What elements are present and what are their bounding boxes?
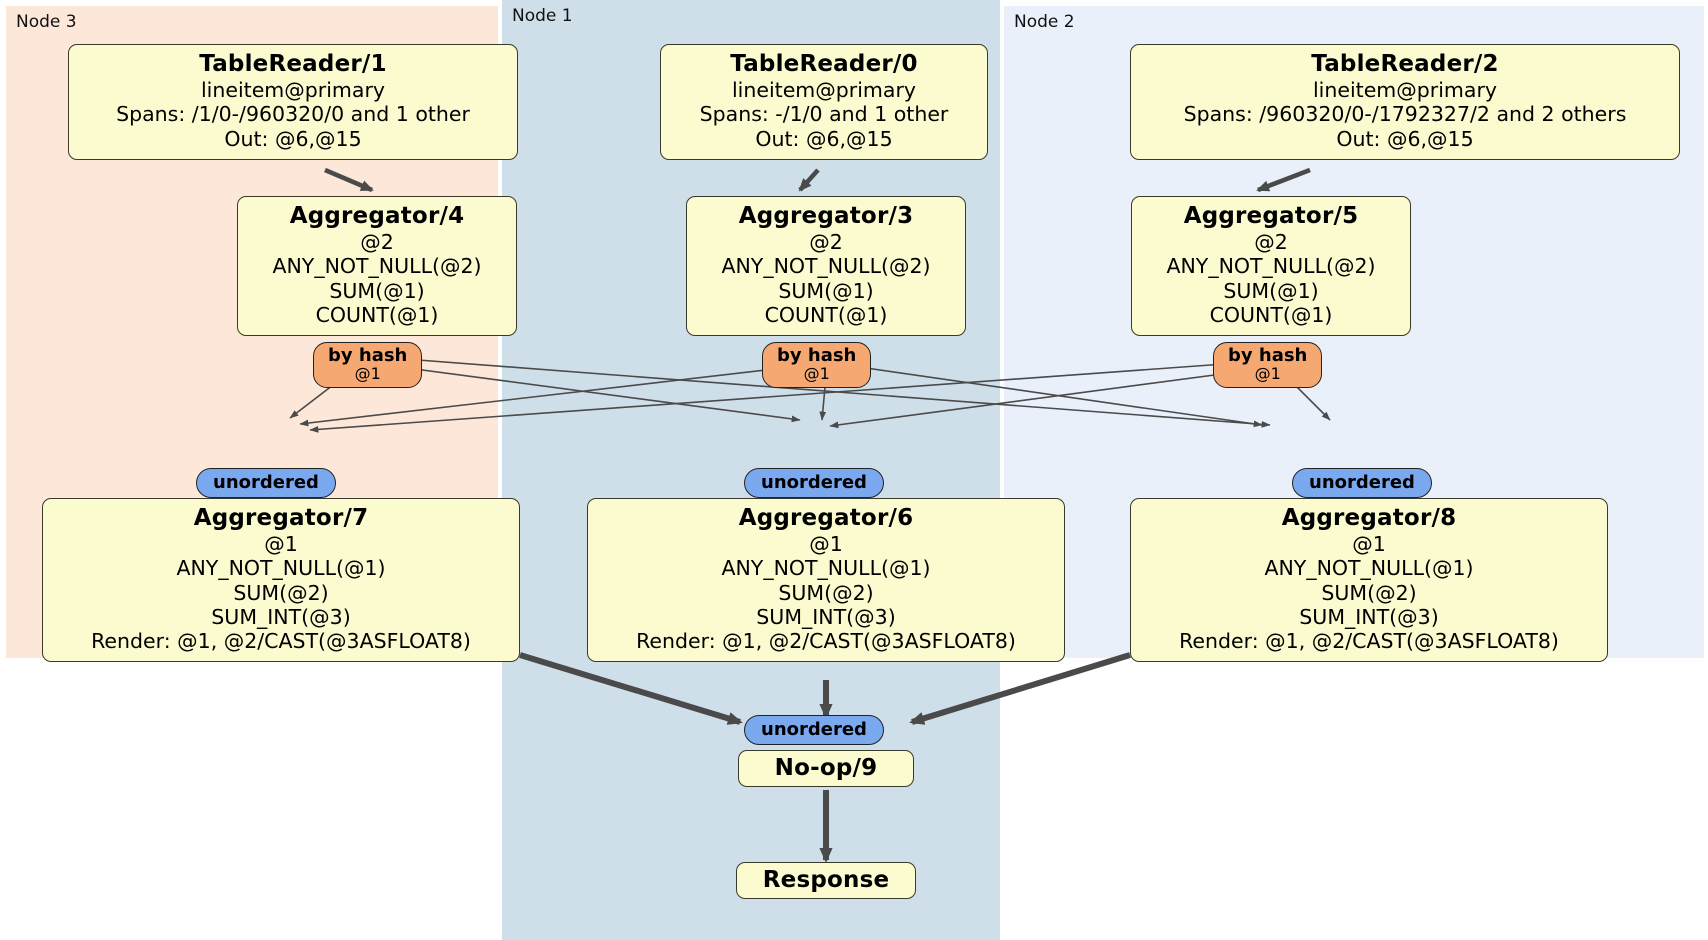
region-label-node-2: Node 2 xyxy=(1014,12,1075,32)
processor-aggregator-4[interactable]: Aggregator/4 @2 ANY_NOT_NULL(@2) SUM(@1)… xyxy=(237,196,517,336)
processor-line: ANY_NOT_NULL(@2) xyxy=(721,254,931,279)
processor-line: COUNT(@1) xyxy=(764,302,888,327)
processor-aggregator-8[interactable]: Aggregator/8 @1 ANY_NOT_NULL(@1) SUM(@2)… xyxy=(1130,498,1608,663)
processor-title: Response xyxy=(762,867,890,893)
processor-line: COUNT(@1) xyxy=(1209,302,1333,327)
processor-line: ANY_NOT_NULL(@2) xyxy=(1166,254,1376,279)
synchronizer-unordered-center[interactable]: unordered xyxy=(744,468,884,499)
processor-line: SUM_INT(@3) xyxy=(756,604,896,629)
processor-line: SUM(@2) xyxy=(1321,580,1417,605)
router-by-hash-right[interactable]: by hash @1 xyxy=(1213,342,1323,388)
processor-line: lineitem@primary xyxy=(731,78,917,103)
processor-line: ANY_NOT_NULL(@1) xyxy=(176,556,386,581)
processor-line: ANY_NOT_NULL(@1) xyxy=(1264,556,1474,581)
region-label-node-3: Node 3 xyxy=(16,12,77,32)
processor-aggregator-7[interactable]: Aggregator/7 @1 ANY_NOT_NULL(@1) SUM(@2)… xyxy=(42,498,520,663)
processor-line: SUM(@1) xyxy=(329,278,425,303)
processor-line: @2 xyxy=(1254,230,1288,255)
processor-line: SUM(@2) xyxy=(778,580,874,605)
processor-line: Render: @1, @2/CAST(@3ASFLOAT8) xyxy=(91,628,471,653)
processor-line: Spans: /960320/0-/1792327/2 and 2 others xyxy=(1183,102,1627,127)
processor-response[interactable]: Response xyxy=(736,862,916,900)
processor-line: lineitem@primary xyxy=(1312,78,1498,103)
processor-line: @2 xyxy=(360,230,394,255)
processor-table-reader-1[interactable]: TableReader/1 lineitem@primary Spans: /1… xyxy=(68,44,518,160)
processor-title: No-op/9 xyxy=(774,755,878,781)
router-label: by hash xyxy=(328,345,408,366)
synchronizer-unordered-final[interactable]: unordered xyxy=(744,715,884,746)
processor-line: lineitem@primary xyxy=(200,78,386,103)
processor-title: Aggregator/4 xyxy=(289,203,465,229)
router-label: by hash xyxy=(1228,345,1308,366)
processor-table-reader-0[interactable]: TableReader/0 lineitem@primary Spans: -/… xyxy=(660,44,988,160)
router-by-hash-center[interactable]: by hash @1 xyxy=(762,342,872,388)
processor-aggregator-6[interactable]: Aggregator/6 @1 ANY_NOT_NULL(@1) SUM(@2)… xyxy=(587,498,1065,663)
processor-title: Aggregator/5 xyxy=(1183,203,1359,229)
processor-line: SUM(@1) xyxy=(778,278,874,303)
processor-line: SUM_INT(@3) xyxy=(1299,604,1439,629)
processor-line: COUNT(@1) xyxy=(315,302,439,327)
router-sublabel: @1 xyxy=(1254,364,1281,384)
processor-line: Spans: -/1/0 and 1 other xyxy=(699,102,949,127)
processor-line: @2 xyxy=(809,230,843,255)
router-by-hash-left[interactable]: by hash @1 xyxy=(313,342,423,388)
synchronizer-label: unordered xyxy=(213,472,319,493)
processor-line: @1 xyxy=(264,532,298,557)
processor-line: ANY_NOT_NULL(@2) xyxy=(272,254,482,279)
router-label: by hash xyxy=(777,345,857,366)
synchronizer-label: unordered xyxy=(1309,472,1415,493)
processor-line: Render: @1, @2/CAST(@3ASFLOAT8) xyxy=(1179,628,1559,653)
processor-line: Out: @6,@15 xyxy=(224,126,362,151)
processor-title: Aggregator/6 xyxy=(738,505,914,531)
processor-title: Aggregator/7 xyxy=(193,505,369,531)
processor-title: Aggregator/8 xyxy=(1281,505,1457,531)
processor-line: @1 xyxy=(1352,532,1386,557)
region-label-node-1: Node 1 xyxy=(512,6,573,26)
processor-line: ANY_NOT_NULL(@1) xyxy=(721,556,931,581)
processor-table-reader-2[interactable]: TableReader/2 lineitem@primary Spans: /9… xyxy=(1130,44,1680,160)
processor-line: @1 xyxy=(809,532,843,557)
processor-no-op-9[interactable]: No-op/9 xyxy=(738,750,914,788)
processor-aggregator-3[interactable]: Aggregator/3 @2 ANY_NOT_NULL(@2) SUM(@1)… xyxy=(686,196,966,336)
processor-line: SUM(@1) xyxy=(1223,278,1319,303)
processor-title: TableReader/0 xyxy=(730,51,918,77)
processor-title: Aggregator/3 xyxy=(738,203,914,229)
processor-line: Spans: /1/0-/960320/0 and 1 other xyxy=(116,102,470,127)
router-sublabel: @1 xyxy=(354,364,381,384)
processor-line: SUM(@2) xyxy=(233,580,329,605)
processor-aggregator-5[interactable]: Aggregator/5 @2 ANY_NOT_NULL(@2) SUM(@1)… xyxy=(1131,196,1411,336)
processor-line: Out: @6,@15 xyxy=(1336,126,1474,151)
router-sublabel: @1 xyxy=(803,364,830,384)
synchronizer-label: unordered xyxy=(761,472,867,493)
synchronizer-label: unordered xyxy=(761,719,867,740)
processor-line: Out: @6,@15 xyxy=(755,126,893,151)
synchronizer-unordered-left[interactable]: unordered xyxy=(196,468,336,499)
synchronizer-unordered-right[interactable]: unordered xyxy=(1292,468,1432,499)
processor-title: TableReader/2 xyxy=(1311,51,1499,77)
processor-line: SUM_INT(@3) xyxy=(211,604,351,629)
processor-title: TableReader/1 xyxy=(199,51,387,77)
processor-line: Render: @1, @2/CAST(@3ASFLOAT8) xyxy=(636,628,1016,653)
